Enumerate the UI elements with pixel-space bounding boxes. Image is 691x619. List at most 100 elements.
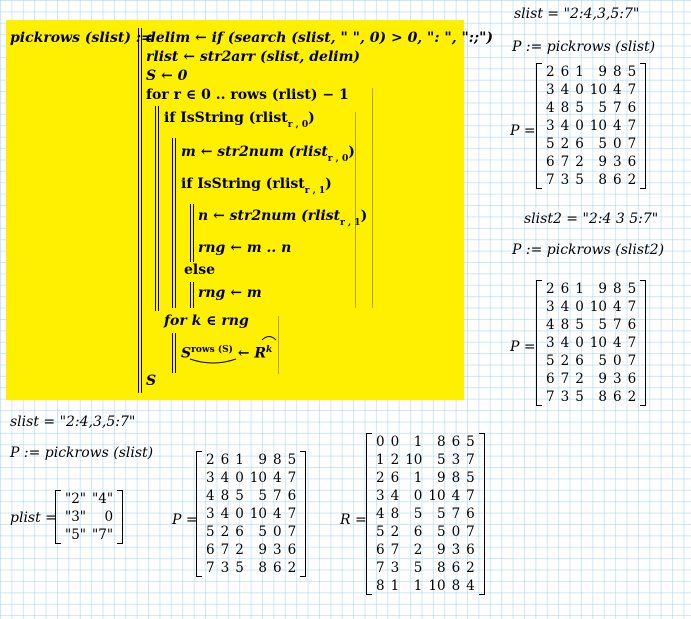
matrix-cell: 5 [546,136,555,152]
code-line-else: else [184,262,216,278]
result-label-P: P = [510,123,536,139]
matrix-cell: 1 [390,578,400,594]
matrix-cell: 4 [220,470,230,486]
matrix-cell: 8 [220,488,230,504]
matrix-cell: 3 [560,389,570,405]
matrix-cell: 6 [413,524,423,540]
matrix-cell: 3 [612,371,622,387]
matrix-cell: 6 [575,136,584,152]
matrix-cell: 4 [560,82,570,98]
matrix-cell: "4" [92,491,114,507]
matrix-cell: "7" [92,527,114,543]
matrix-cell: 9 [598,281,607,297]
matrix-cell: 7 [627,82,637,98]
slist2-definition[interactable]: slist2 = "2:4 3 5:7" [524,211,659,227]
matrix-cell: 9 [258,452,267,468]
code-line-rlist: rlist ← str2arr (slist, delim) [146,49,361,65]
code-line-assign-S: Srows (S) ← Rk [181,345,273,362]
matrix-cell: 4 [612,335,622,351]
matrix-cell: 3 [390,560,400,576]
matrix-row: "2" "4" [62,490,116,508]
matrix-cell: 2 [235,542,244,558]
matrix-cell: 2 [627,172,637,188]
matrix-cell: 2 [390,452,400,468]
matrix-cell: 6 [612,172,622,188]
matrix-cell: 1 [575,281,584,297]
matrix-cell: 8 [272,452,282,468]
code-line-if-isstring-0: if IsString (rlistr , 0) [164,110,315,130]
plist-matrix[interactable]: "2""4""3"0"5""7" [55,490,124,544]
matrix-cell: 5 [575,172,584,188]
code-line-if-isstring-1: if IsString (rlistr , 1) [181,176,332,196]
code-line-for-k: for k ∈ rng [164,313,249,329]
matrix-cell: 6 [287,542,297,558]
matrix-cell: 5 [206,524,215,540]
pickrows-call[interactable]: P := pickrows (slist) [512,39,656,55]
matrix-cell: 8 [612,281,622,297]
matrix-cell: 0 [235,470,244,486]
matrix-cell: 5 [575,100,584,116]
matrix-cell: 5 [575,389,584,405]
matrix-cell: 4 [272,506,282,522]
matrix-cell: 5 [413,506,423,522]
superscript-arc-icon [261,336,277,341]
matrix-cell: 2 [627,389,637,405]
inner-if-bar [190,204,194,262]
matrix-cell: 7 [287,470,297,486]
program-region[interactable] [6,20,464,400]
pickrows-call-3[interactable]: P := pickrows (slist) [10,445,154,461]
matrix-cell: 1 [413,434,423,450]
matrix-cell: 2 [546,281,555,297]
matrix-cell: 7 [376,560,385,576]
matrix-cell: 3 [376,488,385,504]
matrix-cell: 2 [413,542,423,558]
matrix-cell: 4 [612,118,622,134]
matrix-cell: 7 [466,452,475,468]
subscript-arc-icon [189,358,237,364]
matrix-cell: 6 [376,542,385,558]
matrix-cell: 8 [451,470,461,486]
matrix-cell: 10 [249,506,267,522]
matrix-cell: 9 [598,154,607,170]
matrix-cell: 5 [466,470,475,486]
matrix-cell: 8 [436,560,446,576]
matrix-cell: 2 [466,560,475,576]
matrix-cell: 9 [598,371,607,387]
matrix-cell: 2 [376,470,385,486]
matrix-cell: 0 [612,353,622,369]
slist-definition-2[interactable]: slist = "2:4,3,5:7" [10,414,136,430]
for-k-bar [172,333,176,373]
program-bar [138,28,142,393]
result-label-R: R = [340,512,367,528]
matrix-cell: 6 [390,470,400,486]
matrix-cell: 8 [598,172,607,188]
matrix-cell: 3 [546,299,555,315]
result-label-P3: P = [172,512,198,528]
matrix-cell: 5 [598,100,607,116]
matrix-cell: 6 [627,154,637,170]
matrix-cell: 3 [612,154,622,170]
pickrows-call-2[interactable]: P := pickrows (slist2) [512,242,665,258]
matrix-cell: 5 [546,353,555,369]
matrix-cell: 10 [589,299,607,315]
matrix-cell: 9 [436,470,446,486]
matrix-cell: 5 [258,524,267,540]
matrix-cell: 2 [206,452,215,468]
matrix-cell: 5 [287,452,297,468]
matrix-cell: "2" [65,491,87,507]
slist-definition[interactable]: slist = "2:4,3,5:7" [514,6,640,22]
code-line-delim: delim ← if (search (slist, " ", 0) > 0, … [146,30,493,46]
matrix-cell: 7 [206,560,215,576]
matrix-cell: 7 [220,542,230,558]
